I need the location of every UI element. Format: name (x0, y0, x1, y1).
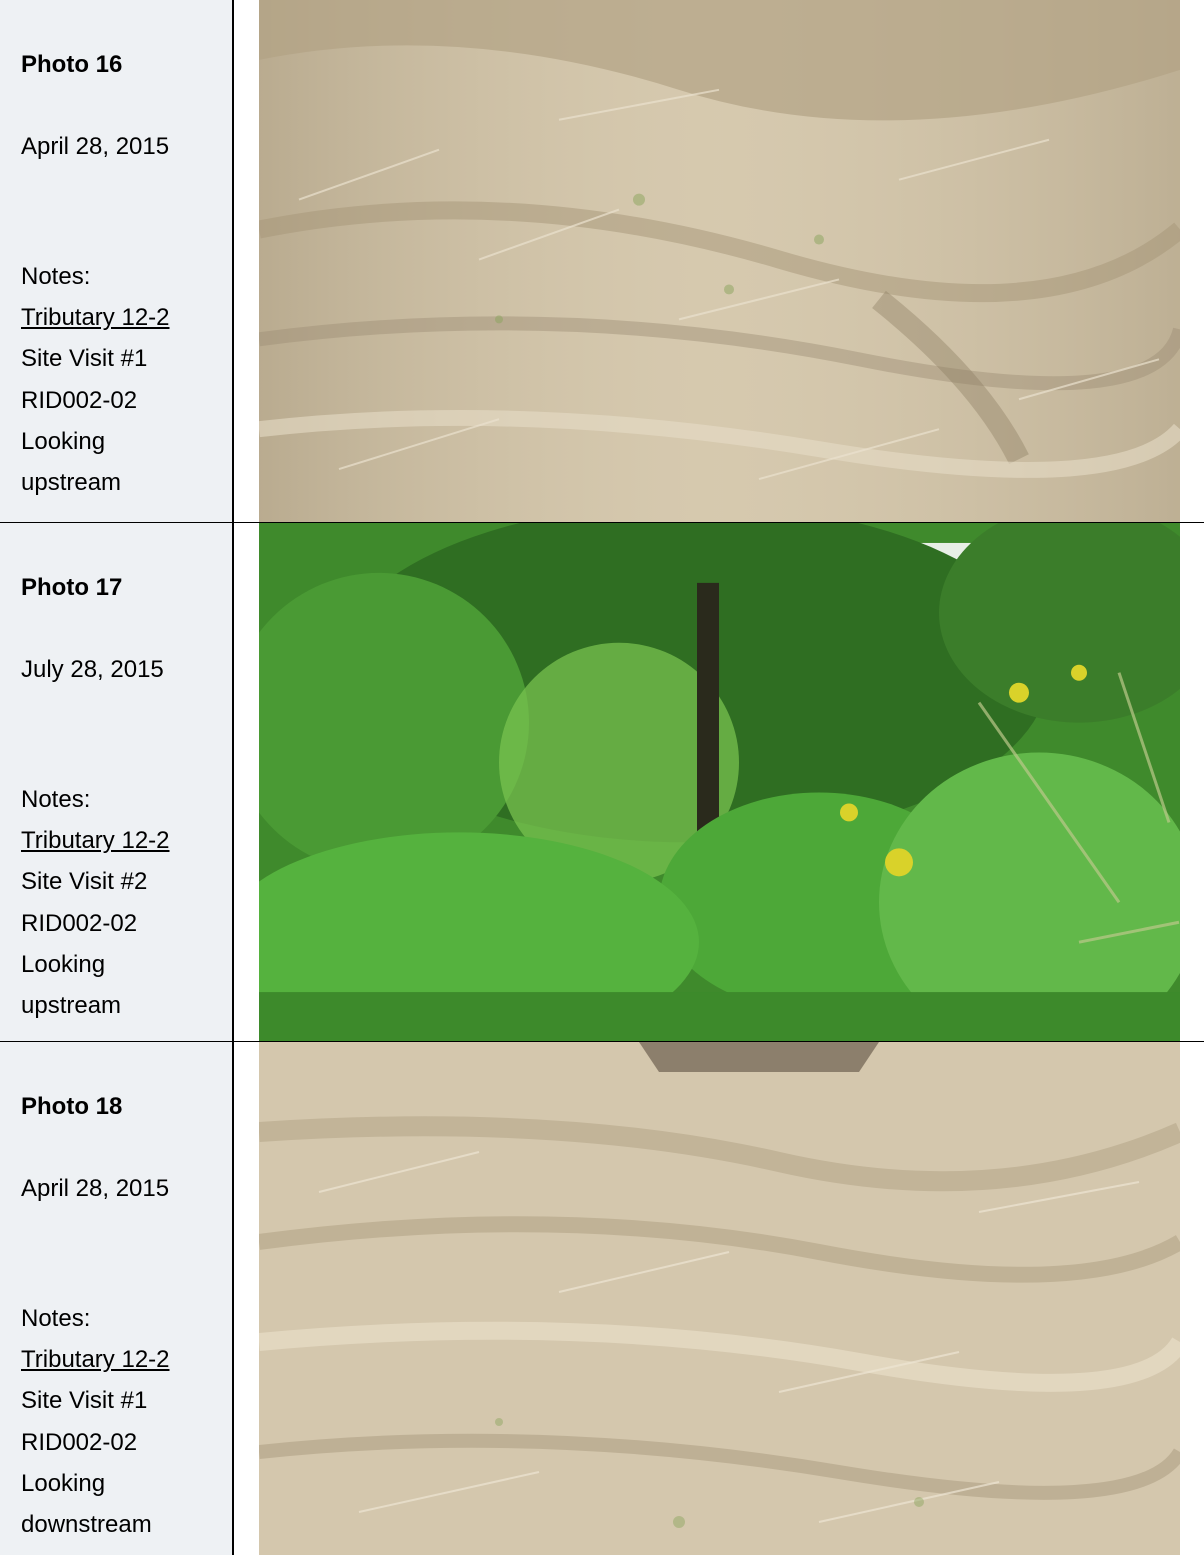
photo-row: Photo 18 April 28, 2015 Notes: Tributary… (0, 1042, 1204, 1555)
dry-grass-photo (259, 1042, 1180, 1555)
photo-notes: Notes: Tributary 12-2 Site Visit #2 RID0… (21, 779, 170, 1026)
notes-direction-line1: Looking (21, 950, 106, 978)
photo-id: Photo 18 (21, 1093, 123, 1120)
notes-direction-line2: upstream (21, 469, 122, 497)
dry-grass-photo (259, 0, 1180, 522)
page-margin (1180, 1042, 1204, 1555)
notes-station-id: RID002-02 (21, 386, 138, 414)
page-margin (1180, 0, 1204, 522)
photo-id: Photo 16 (21, 51, 123, 78)
photo-id: Photo 17 (21, 574, 123, 601)
notes-site-visit: Site Visit #2 (21, 868, 148, 896)
notes-watercourse: Tributary 12-2 (21, 1346, 170, 1374)
notes-label: Notes: (21, 263, 91, 290)
notes-site-visit: Site Visit #1 (21, 345, 148, 373)
photo-info-cell: Photo 18 April 28, 2015 Notes: Tributary… (0, 1042, 234, 1555)
photo-row: Photo 17 July 28, 2015 Notes: Tributary … (0, 523, 1204, 1042)
photo-info-cell: Photo 16 April 28, 2015 Notes: Tributary… (0, 0, 234, 522)
notes-watercourse: Tributary 12-2 (21, 827, 170, 855)
notes-label: Notes: (21, 786, 91, 813)
notes-station-id: RID002-02 (21, 1428, 138, 1456)
notes-direction-line2: downstream (21, 1511, 152, 1539)
photo-date: July 28, 2015 (21, 656, 164, 683)
notes-direction-line1: Looking (21, 1469, 106, 1497)
photo-row: Photo 16 April 28, 2015 Notes: Tributary… (0, 0, 1204, 523)
notes-direction-line2: upstream (21, 992, 122, 1020)
notes-site-visit: Site Visit #1 (21, 1387, 148, 1415)
notes-label: Notes: (21, 1305, 91, 1332)
notes-watercourse: Tributary 12-2 (21, 304, 170, 332)
page-margin (1180, 523, 1204, 1041)
photo-info-cell: Photo 17 July 28, 2015 Notes: Tributary … (0, 523, 234, 1041)
green-vegetation-photo (259, 523, 1180, 1041)
site-photo (259, 523, 1180, 1041)
photo-date: April 28, 2015 (21, 133, 170, 160)
notes-station-id: RID002-02 (21, 909, 138, 937)
notes-direction-line1: Looking (21, 427, 106, 455)
site-photo (259, 0, 1180, 522)
site-photo (259, 1042, 1180, 1555)
photo-notes: Notes: Tributary 12-2 Site Visit #1 RID0… (21, 256, 170, 503)
photo-date: April 28, 2015 (21, 1175, 170, 1202)
photo-notes: Notes: Tributary 12-2 Site Visit #1 RID0… (21, 1298, 170, 1545)
